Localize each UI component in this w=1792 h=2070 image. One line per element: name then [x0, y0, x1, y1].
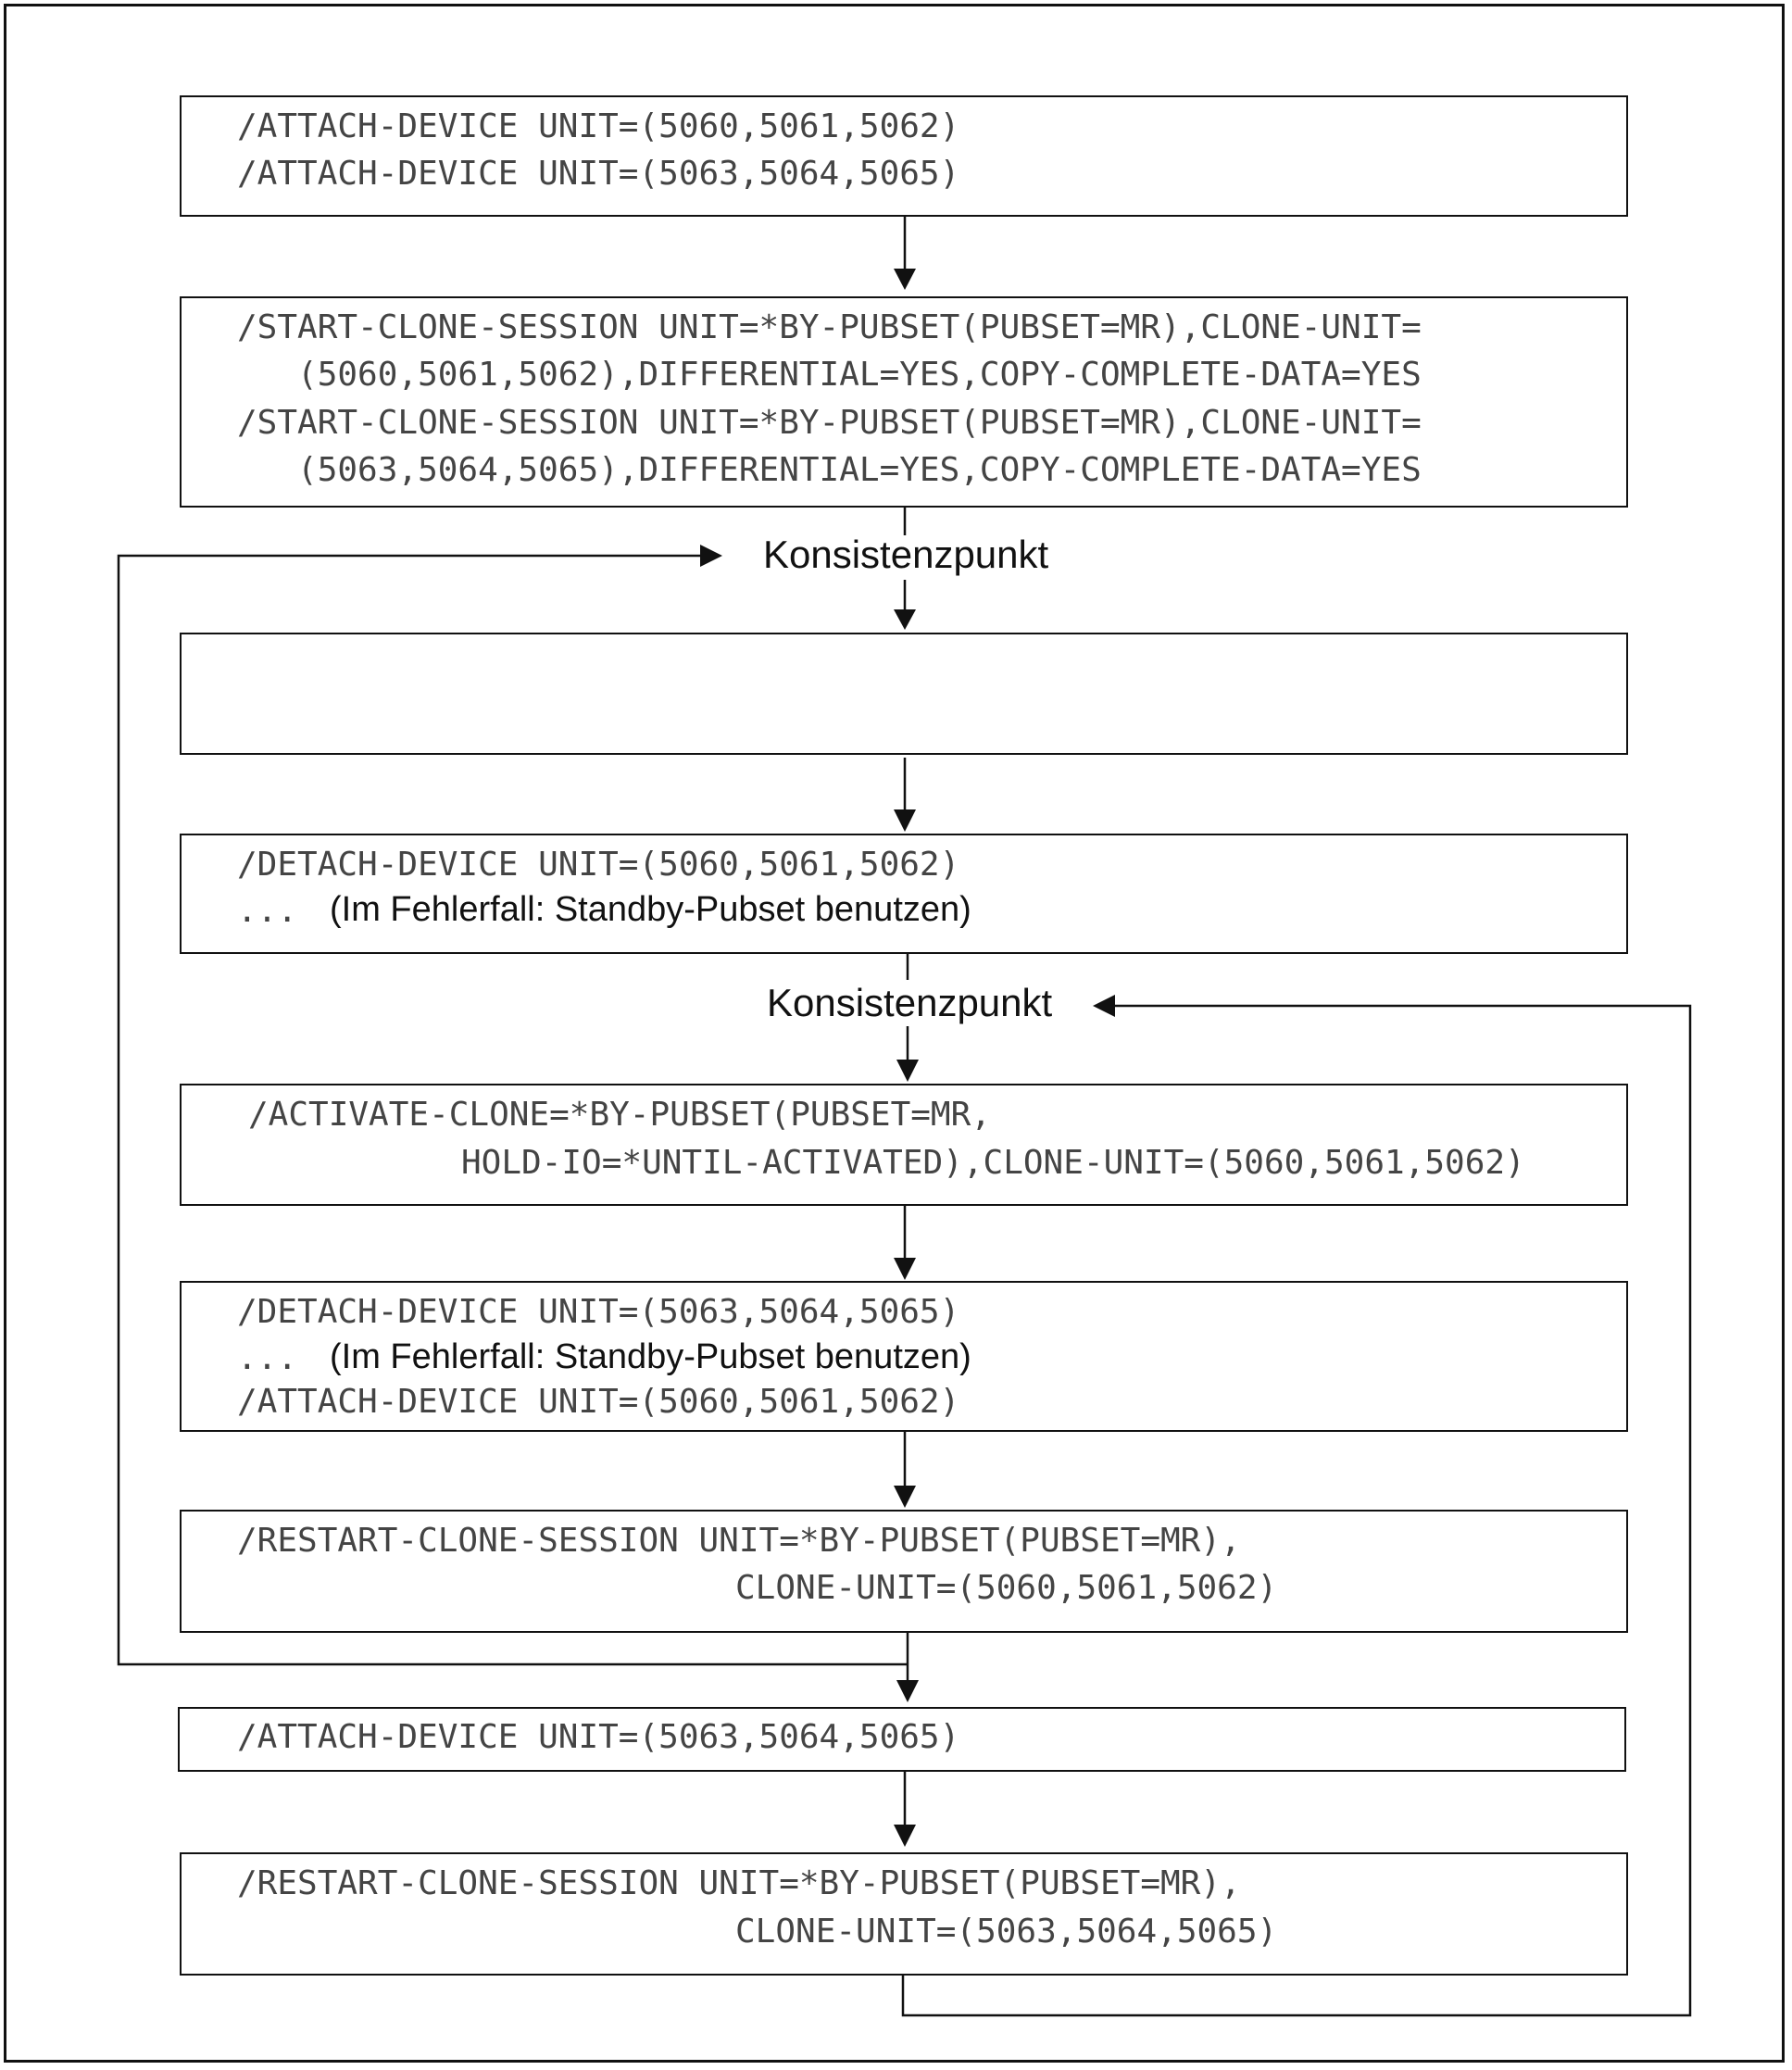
- loop-right: [901, 1004, 1692, 2017]
- command-line: HOLD-IO=*UNTIL-ACTIVATED),CLONE-UNIT=(50…: [461, 1144, 1525, 1182]
- box-detach-devices: /DETACH-DEVICE UNIT=(5060,5061,5062) ...…: [180, 834, 1628, 954]
- arrowhead: [894, 1825, 916, 1847]
- command-line: /DETACH-DEVICE UNIT=(5063,5064,5065): [237, 1293, 960, 1331]
- arrowhead: [894, 1486, 916, 1508]
- box-activate-clone: /ACTIVATE-CLONE=*BY-PUBSET(PUBSET=MR, HO…: [180, 1084, 1628, 1206]
- box-attach-devices: /ATTACH-DEVICE UNIT=(5060,5061,5062) /AT…: [180, 95, 1628, 217]
- command-line: /ATTACH-DEVICE UNIT=(5060,5061,5062): [237, 107, 960, 145]
- command-line: /ACTIVATE-CLONE=*BY-PUBSET(PUBSET=MR,: [248, 1096, 991, 1134]
- arrowhead: [896, 1060, 919, 1082]
- box-empty-step: [180, 633, 1628, 755]
- ellipsis: ...: [237, 892, 298, 930]
- box-attach-device-2: /ATTACH-DEVICE UNIT=(5063,5064,5065): [178, 1707, 1626, 1772]
- command-line: (5060,5061,5062),DIFFERENTIAL=YES,COPY-C…: [237, 356, 1422, 394]
- command-line: (5063,5064,5065),DIFFERENTIAL=YES,COPY-C…: [237, 451, 1422, 489]
- error-note: (Im Fehlerfall: Standby-Pubset benutzen): [330, 890, 971, 929]
- command-line: /RESTART-CLONE-SESSION UNIT=*BY-PUBSET(P…: [237, 1864, 1241, 1902]
- arrowhead: [1093, 995, 1115, 1017]
- consistency-point-label: Konsistenzpunkt: [767, 981, 1053, 1024]
- diagram-frame: [4, 4, 1785, 2063]
- command-line: /ATTACH-DEVICE UNIT=(5060,5061,5062): [237, 1383, 960, 1421]
- consistency-point-label: Konsistenzpunkt: [763, 533, 1049, 576]
- command-line: /ATTACH-DEVICE UNIT=(5063,5064,5065): [237, 155, 960, 193]
- box-restart-clone-session-2: /RESTART-CLONE-SESSION UNIT=*BY-PUBSET(P…: [180, 1852, 1628, 1976]
- command-line: /RESTART-CLONE-SESSION UNIT=*BY-PUBSET(P…: [237, 1522, 1241, 1560]
- arrowhead: [894, 269, 916, 290]
- arrowhead: [894, 809, 916, 832]
- box-start-clone-sessions: /START-CLONE-SESSION UNIT=*BY-PUBSET(PUB…: [180, 296, 1628, 508]
- command-line: /START-CLONE-SESSION UNIT=*BY-PUBSET(PUB…: [237, 308, 1422, 346]
- box-detach-attach: /DETACH-DEVICE UNIT=(5063,5064,5065) ...…: [180, 1281, 1628, 1432]
- box-restart-clone-session-1: /RESTART-CLONE-SESSION UNIT=*BY-PUBSET(P…: [180, 1510, 1628, 1633]
- command-line: CLONE-UNIT=(5060,5061,5062): [735, 1569, 1278, 1607]
- arrowhead: [700, 545, 722, 567]
- command-line: /ATTACH-DEVICE UNIT=(5063,5064,5065): [237, 1718, 960, 1756]
- loop-left: [117, 554, 908, 1666]
- command-line: /START-CLONE-SESSION UNIT=*BY-PUBSET(PUB…: [237, 404, 1422, 442]
- command-line: CLONE-UNIT=(5063,5064,5065): [735, 1913, 1278, 1951]
- arrowhead: [896, 1680, 919, 1702]
- arrowhead: [894, 609, 916, 630]
- ellipsis: ...: [237, 1339, 298, 1377]
- error-note: (Im Fehlerfall: Standby-Pubset benutzen): [330, 1337, 971, 1376]
- command-line: /DETACH-DEVICE UNIT=(5060,5061,5062): [237, 846, 960, 884]
- arrowhead: [894, 1258, 916, 1280]
